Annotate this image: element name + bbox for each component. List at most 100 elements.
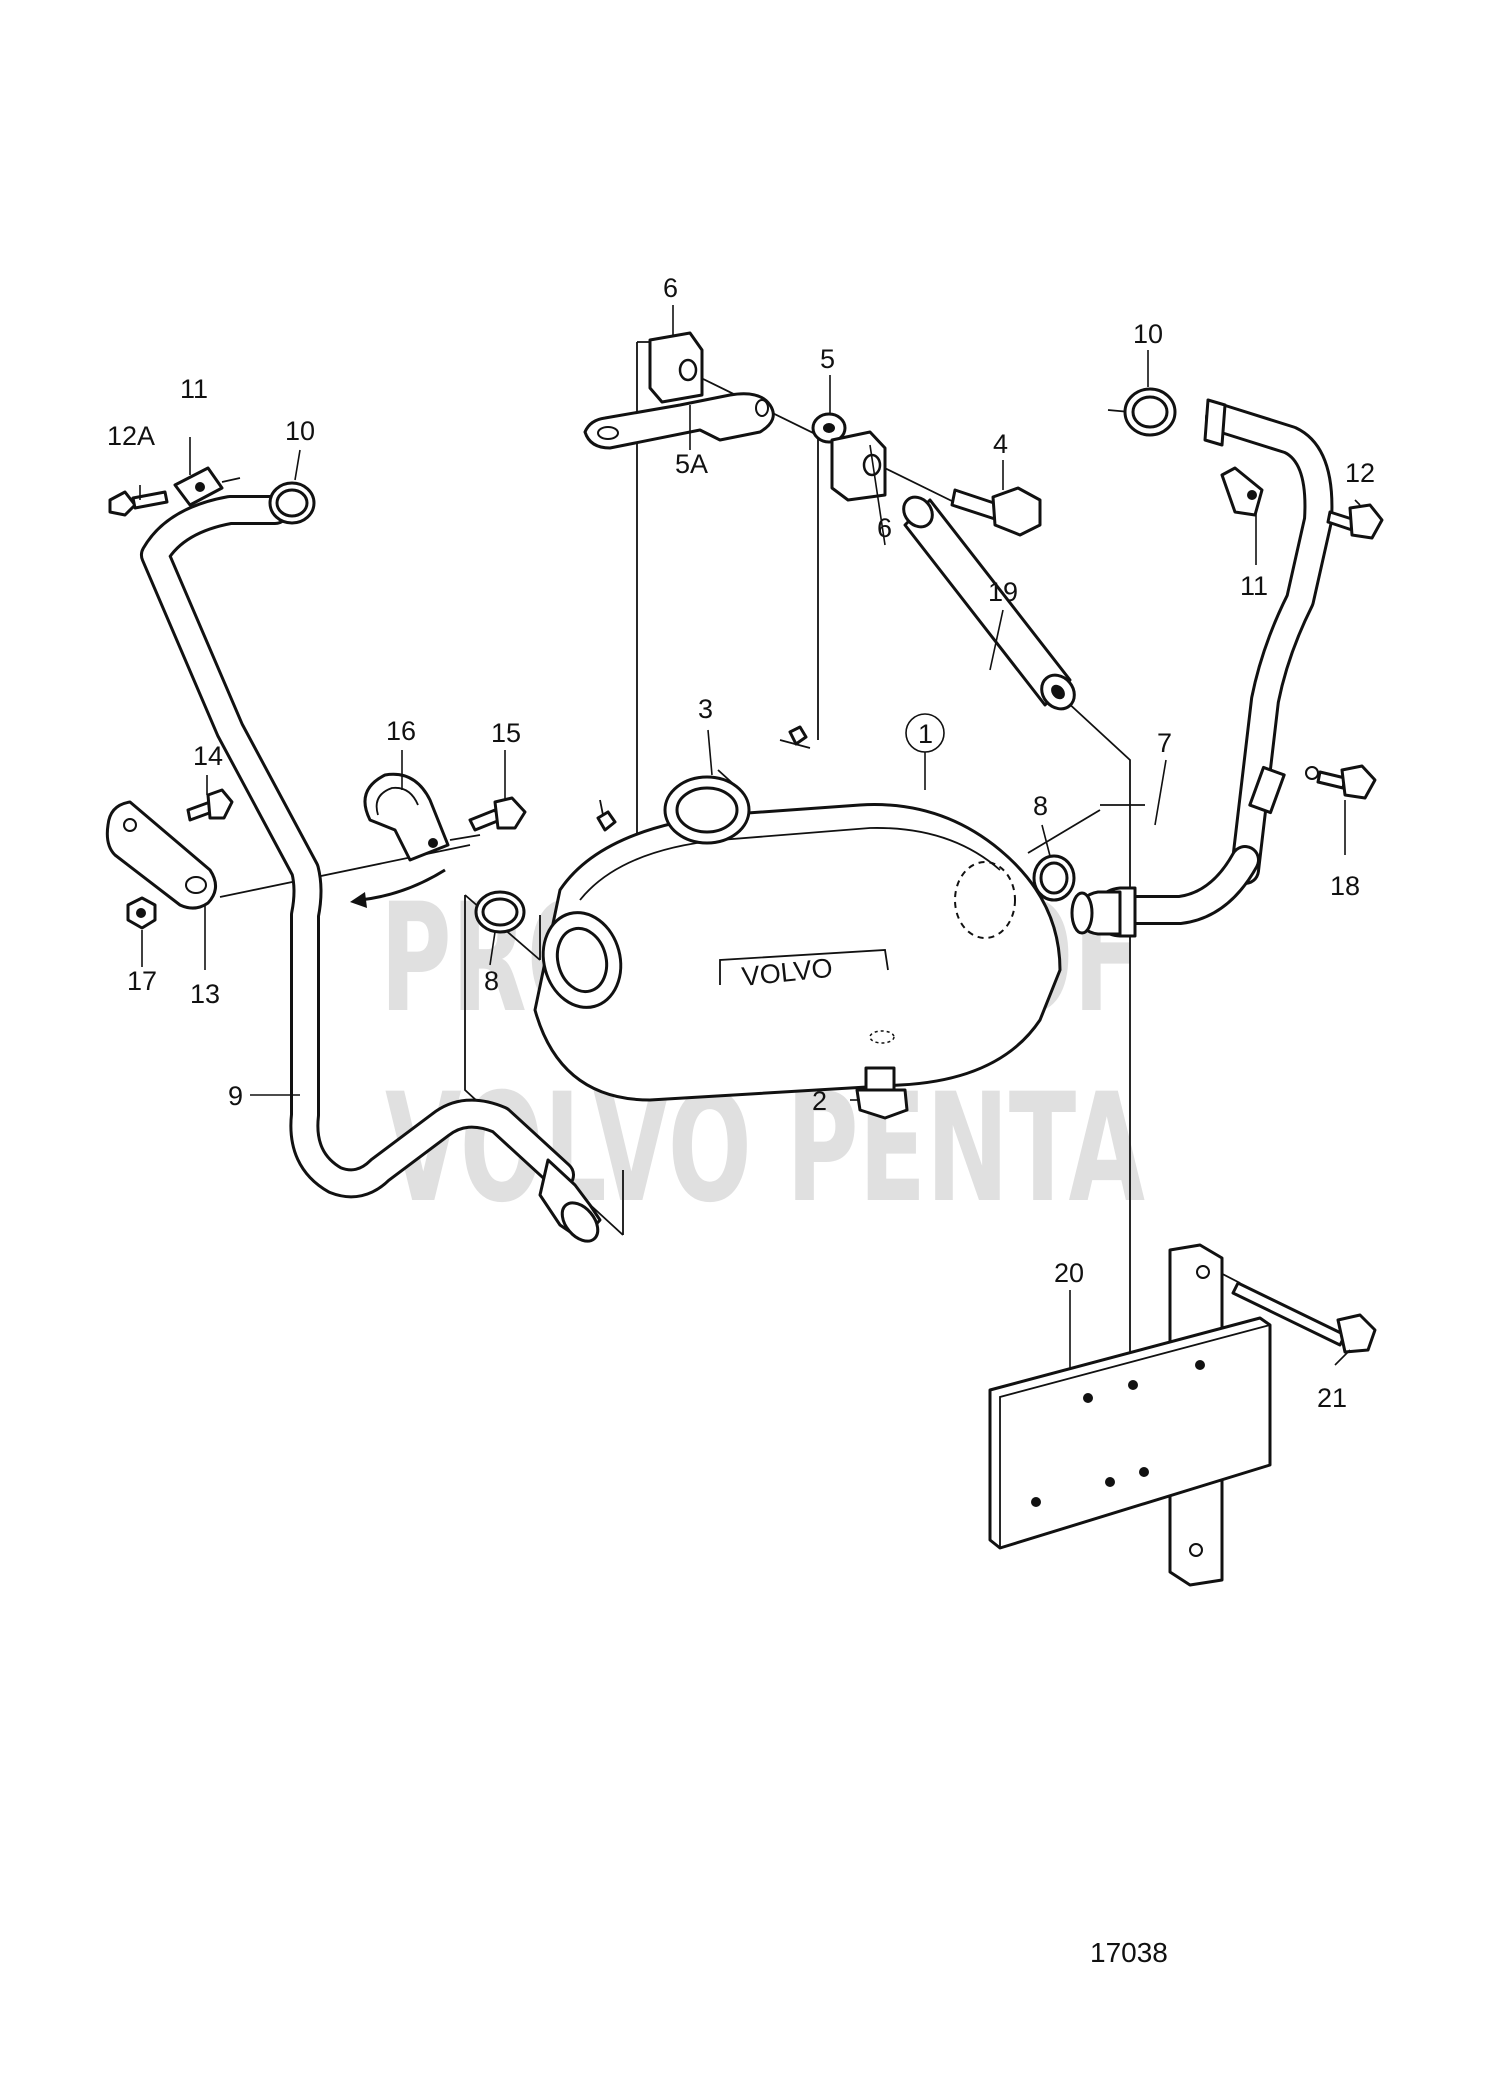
callout-12: 12	[1345, 458, 1375, 488]
bolt-18-hole	[1305, 766, 1319, 780]
clamp-16	[363, 772, 450, 862]
clamp-16-inner	[375, 786, 419, 816]
bracket-20-hole-6	[1139, 1467, 1149, 1477]
rubber-mount-6-upper	[648, 331, 704, 404]
callout-17: 17	[127, 966, 157, 996]
washer-5-hole	[823, 423, 835, 433]
nut-17	[126, 896, 157, 930]
bolt-18-head	[1340, 764, 1377, 800]
bolt-15-head	[493, 796, 527, 830]
bolt-18-shank	[1316, 770, 1347, 790]
drain-plug-2	[855, 1066, 909, 1120]
callout-10-left: 10	[285, 416, 315, 446]
callout-18: 18	[1330, 871, 1360, 901]
ring-8-left-inner	[481, 897, 519, 927]
ring-8-left	[474, 890, 526, 934]
bolt-15	[468, 796, 527, 832]
bolt-14	[186, 788, 234, 822]
bolt-18	[1305, 764, 1377, 800]
rubber-mount-6-lower	[830, 430, 887, 502]
clamp-16-hole	[428, 838, 438, 848]
clip-11-right	[1220, 466, 1264, 517]
assembly-arrow	[359, 868, 446, 902]
assembly-line-15	[449, 834, 481, 841]
ring-10-left-inner	[275, 488, 309, 518]
callout-15: 15	[491, 718, 521, 748]
bracket-20-hole-5	[1105, 1477, 1115, 1487]
rubber-mount-6-lower-body	[830, 430, 887, 502]
brand-plate	[719, 949, 889, 985]
bracket-5a-body	[583, 392, 775, 450]
spacer-19	[902, 495, 1076, 711]
nut-17-hole	[136, 908, 146, 918]
bracket-20-plate-edge	[999, 1324, 1271, 1548]
muffler-inlet-hidden	[954, 861, 1016, 939]
bolt-21	[1231, 1281, 1377, 1354]
plate-13-hole-b	[185, 876, 207, 894]
muffler: VOLVO	[533, 803, 1062, 1102]
pipe-7-opening	[1070, 891, 1094, 935]
callout-10-right: 10	[1133, 319, 1163, 349]
callout-12a: 12A	[107, 421, 155, 451]
spacer-19-far-end	[902, 495, 934, 529]
bolt-4-head	[991, 486, 1042, 537]
nut-marker-center	[788, 725, 808, 746]
bracket-20-hole-1	[1083, 1393, 1093, 1403]
assembly-arrow-head	[350, 892, 367, 908]
callout-6-upper: 6	[663, 273, 678, 303]
bracket-20-plate	[988, 1316, 1272, 1550]
plate-13-hole-a	[123, 818, 137, 832]
nut-marker-left	[596, 810, 617, 832]
bracket-20-hole-2	[1128, 1380, 1138, 1390]
callout-20: 20	[1054, 1258, 1084, 1288]
callout-6-lower: 6	[877, 513, 892, 543]
callout-5a: 5A	[675, 449, 708, 479]
ring-3	[663, 775, 751, 845]
assembly-line-8r-b	[1027, 809, 1101, 854]
clip-11-left-hole	[195, 482, 205, 492]
callout-11-right: 11	[1240, 571, 1268, 601]
bolt-12a-shank	[131, 490, 169, 510]
clip-11-right-body	[1220, 466, 1264, 517]
callout-21: 21	[1317, 1383, 1347, 1413]
plate-13	[105, 800, 217, 910]
rubber-mount-6-upper-body	[648, 331, 704, 404]
ring-8-right	[1032, 854, 1076, 902]
spacer-19-bore	[1051, 684, 1065, 700]
callout-4: 4	[993, 429, 1008, 459]
washer-5	[811, 412, 847, 444]
bracket-5a	[583, 392, 775, 450]
ring-3-inner	[675, 786, 739, 834]
bolt-12a	[108, 490, 169, 517]
bolt-12a-head	[108, 490, 137, 517]
drawing-number: 17038	[1090, 1937, 1168, 1968]
callout-9: 9	[228, 1081, 243, 1111]
bolt-12-head	[1348, 503, 1384, 540]
callout-leaders	[139, 305, 1361, 1370]
ring-10-left	[268, 481, 316, 525]
callout-16: 16	[386, 716, 416, 746]
callout-1: 1	[918, 719, 933, 749]
drain-hole-marker	[869, 1030, 895, 1044]
bolt-12	[1326, 503, 1384, 540]
callout-7: 7	[1157, 728, 1172, 758]
callout-19: 19	[988, 577, 1018, 607]
bolt-21-head	[1336, 1313, 1377, 1354]
callout-3: 3	[698, 694, 713, 724]
clamp-16-body	[363, 772, 450, 862]
bracket-20-hole-3	[1195, 1360, 1205, 1370]
callout-8-left: 8	[484, 966, 499, 996]
callout-14: 14	[193, 741, 223, 771]
small-markers	[596, 725, 808, 832]
pipe-9-end-opening	[560, 1201, 600, 1243]
callout-2: 2	[812, 1086, 827, 1116]
pipe-7	[1070, 398, 1334, 938]
rubber-mount-6-upper-hole	[678, 358, 698, 382]
bolt-14-head	[206, 788, 234, 820]
pipe-7-top-end	[1203, 398, 1227, 447]
bracket-5a-slot	[597, 426, 619, 440]
bolt-4	[950, 486, 1042, 537]
bracket-20-upright-hole-a	[1196, 1265, 1210, 1279]
callout-8-right: 8	[1033, 791, 1048, 821]
